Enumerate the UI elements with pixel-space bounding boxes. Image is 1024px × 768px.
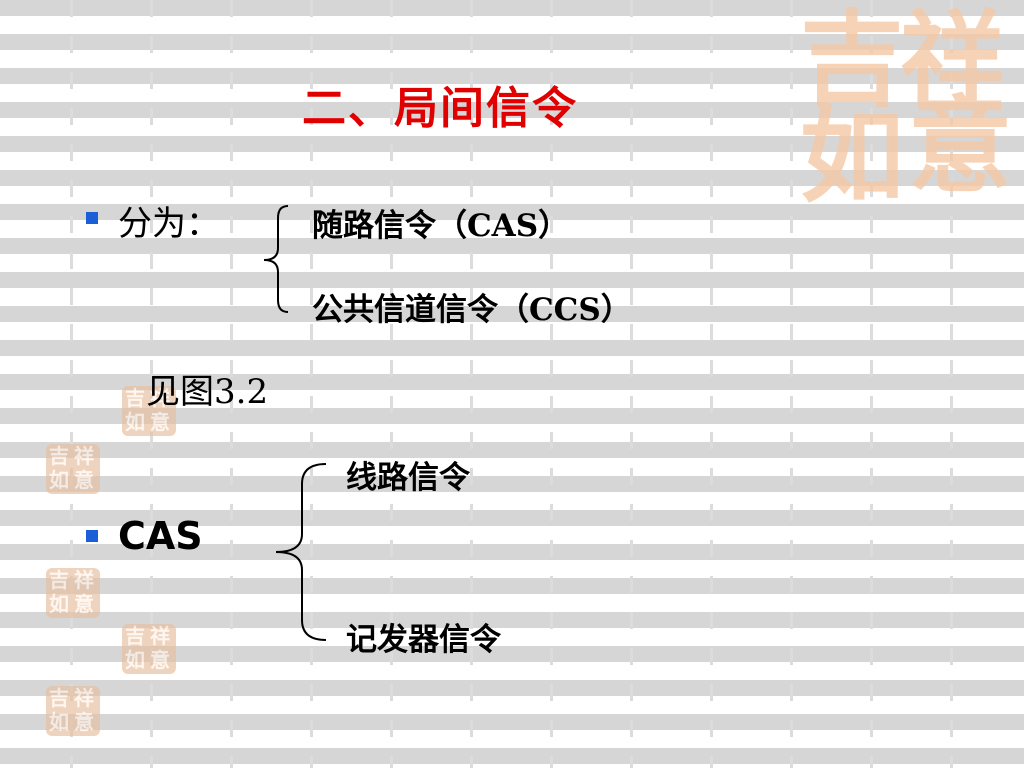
bullet-icon (86, 530, 98, 542)
decorative-seal-large: 吉 祥 如 意 (800, 0, 1013, 217)
brace-icon (263, 205, 289, 313)
decorative-seal-small: 吉祥 如意 (46, 568, 100, 618)
brace-icon (275, 463, 327, 641)
section2-label: CAS (118, 514, 203, 558)
section2-item-line: 线路信令 (346, 460, 470, 496)
bullet-icon (86, 212, 98, 224)
section1-item-cas: 随路信令（CAS） (312, 208, 570, 244)
section2-item-register: 记发器信令 (346, 622, 501, 658)
decorative-seal-small: 吉祥 如意 (122, 624, 176, 674)
section1-label: 分为： (118, 204, 220, 244)
section1-item-ccs: 公共信道信令（CCS） (312, 292, 632, 328)
slide-title: 二、局间信令 (302, 83, 578, 134)
decorative-seal-small: 吉祥 如意 (46, 686, 100, 736)
decorative-seal-small: 吉祥 如意 (46, 444, 100, 494)
decorative-seal-small: 吉祥 如意 (122, 386, 176, 436)
figure-reference: 见图3.2 (146, 372, 269, 412)
